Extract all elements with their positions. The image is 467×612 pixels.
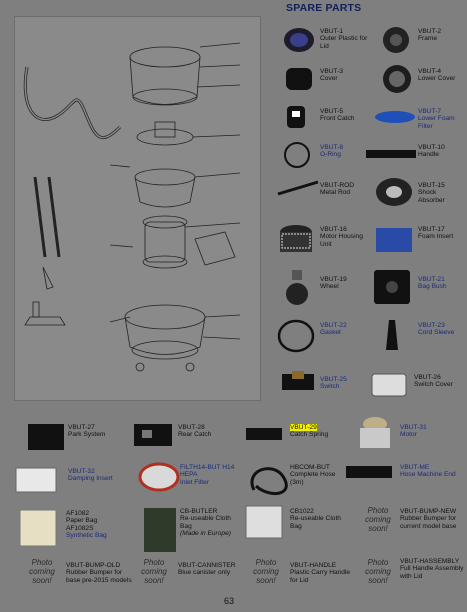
o-ring-photo (284, 142, 310, 168)
catch-spring-photo (246, 428, 282, 440)
coming-soon-bump-new: Photo coming soon! (365, 506, 391, 533)
bag-bush-photo (374, 270, 410, 304)
lower-foam-filter-photo (375, 111, 415, 123)
shock-absorber-photo (376, 178, 412, 206)
hose-machine-end-photo (346, 466, 392, 478)
switch-photo (282, 371, 314, 390)
switch-cover-photo (371, 373, 407, 397)
paper-bag-photo (19, 509, 57, 547)
metal-rod-photo (277, 180, 319, 196)
lower-cover-photo (383, 65, 411, 93)
exploded-diagram-drawing (23, 42, 241, 372)
motor-housing-photo (280, 225, 312, 252)
page-number: 63 (224, 596, 235, 606)
cloth-bag-cb1022-photo (245, 505, 283, 539)
cover-photo (286, 68, 312, 90)
coming-soon-bump-old: Photo coming soon! (29, 558, 55, 585)
rear-catch-photo (134, 424, 172, 446)
front-catch-photo (287, 106, 305, 128)
cloth-bag-butler-photo (144, 508, 176, 552)
frame-photo (383, 27, 409, 53)
damping-insert-photo (15, 467, 57, 493)
coming-soon-cannister: Photo coming soon! (141, 558, 167, 585)
complete-hose-photo (250, 467, 288, 495)
handle-photo (366, 150, 416, 158)
exploded-diagram (14, 16, 261, 401)
coming-soon-hassembly: Photo coming soon! (365, 558, 391, 585)
spare-parts-title: SPARE PARTS (286, 2, 362, 14)
cord-sleeve-photo (386, 320, 398, 350)
motor-photo (360, 417, 390, 448)
outer-plastic-lid-photo (284, 28, 314, 52)
foam-insert-photo (376, 228, 412, 252)
hepa-filter-photo (138, 462, 180, 492)
coming-soon-handle: Photo coming soon! (253, 558, 279, 585)
wheel-photo (286, 270, 308, 305)
park-system-photo (28, 424, 64, 450)
gasket-photo (277, 319, 315, 353)
